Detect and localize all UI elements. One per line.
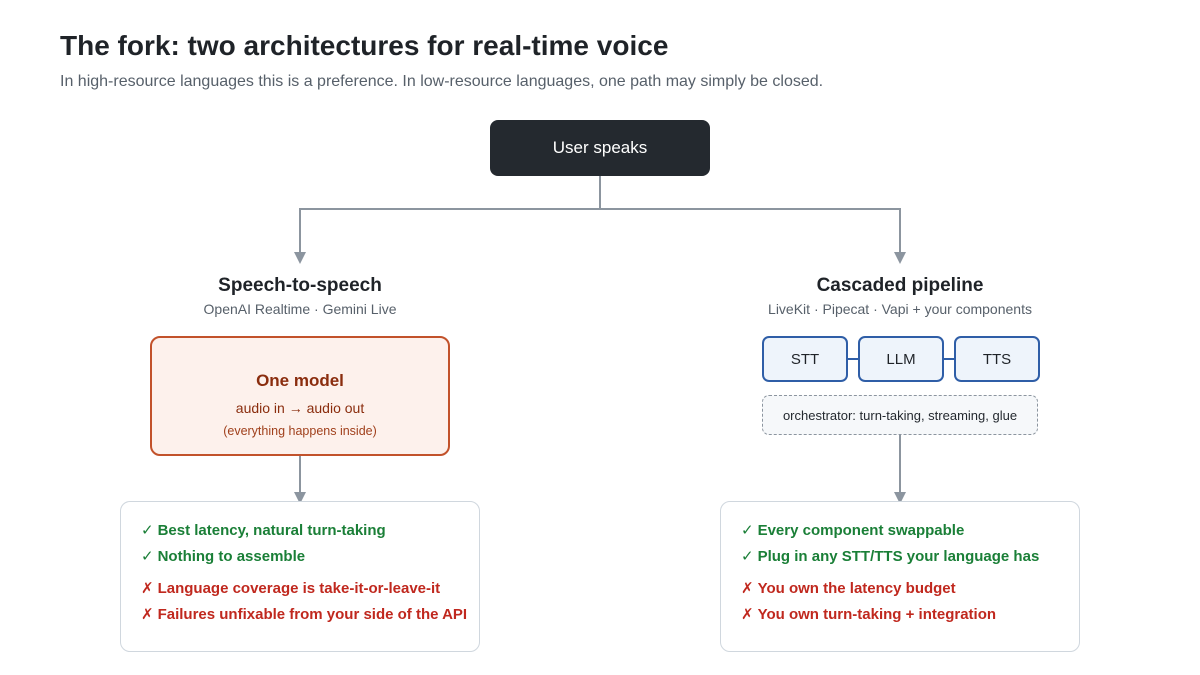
left-pro-item: ✓Nothing to assemble xyxy=(141,548,306,565)
one-model-io: audio in → audio out xyxy=(235,400,365,416)
tts-component-box: TTS xyxy=(954,336,1040,382)
cross-icon: ✗ xyxy=(741,580,754,597)
check-icon: ✓ xyxy=(141,548,154,565)
one-model-note: (everything happens inside) xyxy=(223,424,377,438)
left-pro-item: ✓Best latency, natural turn-taking xyxy=(141,522,386,539)
cross-icon: ✗ xyxy=(741,606,754,623)
root-node-label: User speaks xyxy=(552,138,648,157)
page-subtitle: In high-resource languages this is a pre… xyxy=(60,73,824,90)
check-icon: ✓ xyxy=(741,548,754,565)
stt-component-box: STT xyxy=(762,336,848,382)
check-icon: ✓ xyxy=(141,522,154,539)
orchestrator-label: orchestrator: turn-taking, streaming, gl… xyxy=(782,407,1018,423)
right-con-item: ✗You own turn-taking + integration xyxy=(741,606,997,623)
right-branch-subtitle: LiveKit · Pipecat · Vapi + your componen… xyxy=(768,301,1032,317)
left-branch-title: Speech-to-speech xyxy=(218,275,382,296)
right-con-item: ✗You own the latency budget xyxy=(741,580,956,597)
root-node-user-speaks: User speaks xyxy=(490,120,710,176)
left-con-item: ✗Failures unfixable from your side of th… xyxy=(141,606,468,623)
stt-label: STT xyxy=(790,350,820,368)
one-model-box: One model audio in → audio out (everythi… xyxy=(150,336,450,456)
llm-component-box: LLM xyxy=(858,336,944,382)
llm-label: LLM xyxy=(886,350,916,368)
right-pro-item: ✓Plug in any STT/TTS your language has xyxy=(741,548,1040,565)
left-branch-subtitle: OpenAI Realtime · Gemini Live xyxy=(203,301,397,317)
left-con-item: ✗Language coverage is take-it-or-leave-i… xyxy=(141,580,441,597)
tts-label: TTS xyxy=(982,350,1012,368)
cross-icon: ✗ xyxy=(141,606,154,623)
right-results-box: ✓Every component swappable ✓Plug in any … xyxy=(720,501,1080,652)
left-results-box: ✓Best latency, natural turn-taking ✓Noth… xyxy=(120,501,480,652)
one-model-title: One model xyxy=(256,371,344,390)
page-title: The fork: two architectures for real-tim… xyxy=(60,30,669,61)
orchestrator-box: orchestrator: turn-taking, streaming, gl… xyxy=(762,395,1038,435)
check-icon: ✓ xyxy=(741,522,754,539)
right-branch-title: Cascaded pipeline xyxy=(816,275,984,296)
right-pro-item: ✓Every component swappable xyxy=(741,522,965,539)
cross-icon: ✗ xyxy=(141,580,154,597)
